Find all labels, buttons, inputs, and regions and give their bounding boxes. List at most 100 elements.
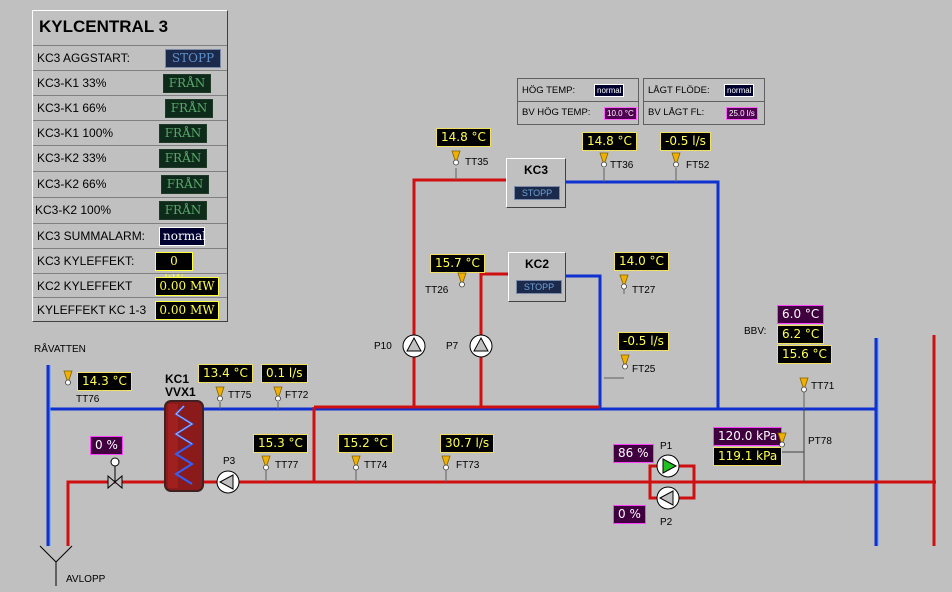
ft73-value: 30.7 l/s [440,434,495,453]
avlopp-label: AVLOPP [66,574,106,585]
tt76-value: 14.3 °C [77,372,132,391]
total-kyleffekt-value: 0.00 MW [155,301,219,320]
pt78-value: 119.1 kPa [713,447,783,466]
ft52-tag: FT52 [686,160,710,171]
row-label: KC3-K1 66% [37,101,107,115]
status-value: FRÅN [159,124,207,143]
lagt-flode-value: normal [724,84,755,97]
pump-p1-speed[interactable]: 86 % [613,444,654,463]
ft25-sensor-icon[interactable] [620,354,630,370]
row-label: KC3 AGGSTART: [37,51,130,65]
ft73-sensor-icon[interactable] [441,455,451,471]
pump-p3-label: P3 [223,456,236,467]
pt78-sensor-icon[interactable] [777,432,787,448]
tt75-tag: TT75 [228,390,252,401]
tt26-tag: TT26 [425,285,449,296]
pump-p2-speed[interactable]: 0 % [613,505,646,524]
row-label: KC3-K1 33% [37,76,107,90]
status-value: FRÅN [159,201,207,220]
bv-lagt-fl-label: BV LÅGT FL: [648,107,705,118]
bbv-setpoint[interactable]: 6.0 °C [777,305,825,324]
status-value: FRÅN [161,175,209,194]
row-label: KYLEFFEKT KC 1-3 [37,303,147,317]
tt75-sensor-icon[interactable] [215,386,225,402]
bbv-label: BBV: [744,326,767,337]
bv-lagt-fl-value[interactable]: 25.0 l/s [726,107,758,120]
tt26-sensor-icon[interactable] [457,272,467,288]
kc3-status: STOPP [514,186,560,200]
tt27-value: 14.0 °C [614,252,669,271]
row-label: KC2 KYLEFFEKT [37,279,133,293]
vvx1-title: VVX1 [165,385,196,399]
row-kyleffekt-total: KYLEFFEKT KC 1-3 0.00 MW [33,297,227,323]
kc1-title: KC1 [165,372,190,386]
row-kc3-aggstart: KC3 AGGSTART: STOPP [33,45,227,71]
row-kc2-kyleffekt: KC2 KYLEFFEKT 0.00 MW [33,273,227,299]
pump-p2-icon[interactable] [656,486,680,510]
row-kc3-k2-33: KC3-K2 33% FRÅN [33,145,227,171]
panel-title: KYLCENTRAL 3 [39,17,169,36]
tt36-sensor-icon[interactable] [599,152,609,168]
ft72-sensor-icon[interactable] [273,386,283,402]
summalarm-value: normal [159,227,206,246]
tt77-tag: TT77 [275,460,299,471]
status-panel: KYLCENTRAL 3 KC3 AGGSTART: STOPP KC3-K1 … [32,10,228,322]
heat-exchanger-icon[interactable] [164,400,204,494]
pump-p10-icon[interactable] [402,334,426,358]
kc2-unit[interactable]: KC2 STOPP [508,252,566,302]
row-kc3-k1-66: KC3-K1 66% FRÅN [33,95,227,121]
divider [518,101,638,102]
ft72-value: 0.1 l/s [261,364,308,383]
tt74-sensor-icon[interactable] [351,455,361,471]
pt78-tag: PT78 [808,436,832,447]
bv-hog-temp-value[interactable]: 10.0 °C [604,107,637,120]
kc2-kyleffekt-value: 0.00 MW [155,277,219,296]
row-label: KC3-K2 100% [35,203,112,217]
bbv-value-1: 6.2 °C [777,325,825,344]
row-kc3-k2-66: KC3-K2 66% FRÅN [33,171,227,197]
status-value: FRÅN [159,149,207,168]
kc3-kyleffekt-value: 0 kW [155,252,193,285]
tt35-value: 14.8 °C [436,128,491,147]
row-label: KC3 SUMMALARM: [37,229,146,243]
pump-p7-label: P7 [446,341,459,352]
tt71-tag: TT71 [811,381,835,392]
tt74-tag: TT74 [364,460,388,471]
kc2-title: KC2 [524,257,549,271]
tt71-sensor-icon[interactable] [799,377,809,393]
pump-p1-icon[interactable] [656,454,680,478]
pump-p7-icon[interactable] [469,334,493,358]
aggstart-value[interactable]: STOPP [165,49,221,68]
row-kc3-k1-33: KC3-K1 33% FRÅN [33,70,227,96]
row-kc3-kyleffekt: KC3 KYLEFFEKT: 0 kW [33,248,227,285]
tt77-value: 15.3 °C [253,434,308,453]
ft72-tag: FT72 [285,390,309,401]
tt27-sensor-icon[interactable] [619,274,629,290]
row-summalarm: KC3 SUMMALARM: normal [33,223,227,249]
ravatten-label: RÅVATTEN [34,344,86,355]
kc3-unit[interactable]: KC3 STOPP [506,158,566,208]
tt35-tag: TT35 [465,157,489,168]
ft52-sensor-icon[interactable] [671,152,681,168]
pump-p3-icon[interactable] [216,470,240,494]
valve-icon[interactable] [106,456,124,490]
hog-temp-panel: HÖG TEMP: normal BV HÖG TEMP: 10.0 °C [517,78,639,125]
tt74-value: 15.2 °C [338,434,393,453]
pt78-setpoint[interactable]: 120.0 kPa [713,427,783,446]
bbv-value-2: 15.6 °C [777,345,832,364]
row-label: KC3-K2 66% [37,177,107,191]
tt26-value: 15.7 °C [430,254,485,273]
tt76-sensor-icon[interactable] [63,370,73,386]
ft52-value: -0.5 l/s [660,132,711,151]
tt35-sensor-icon[interactable] [451,150,461,166]
tt77-sensor-icon[interactable] [261,455,271,471]
valve-position[interactable]: 0 % [90,436,123,455]
hog-temp-label: HÖG TEMP: [522,85,576,96]
lagt-flode-label: LÅGT FLÖDE: [648,85,710,96]
tt27-tag: TT27 [632,285,656,296]
bv-hog-temp-label: BV HÖG TEMP: [522,107,591,118]
row-label: KC3-K2 33% [37,151,107,165]
tt36-value: 14.8 °C [582,132,637,151]
pump-p10-label: P10 [374,341,392,352]
ft73-tag: FT73 [456,460,480,471]
